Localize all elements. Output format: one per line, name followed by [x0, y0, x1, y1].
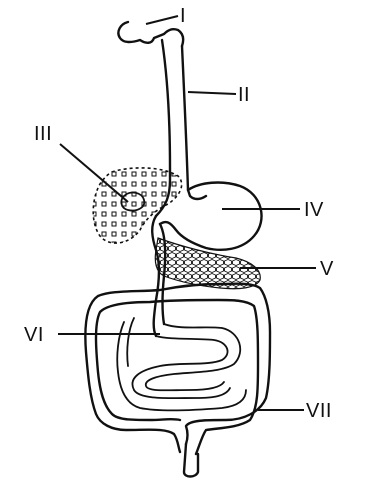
- label-iii: III: [34, 123, 52, 145]
- liver: [93, 168, 181, 243]
- label-vi: VI: [24, 324, 44, 346]
- large-intestine-outer: [85, 284, 270, 452]
- leader-line-ii: [188, 92, 236, 94]
- duodenum: [152, 216, 159, 336]
- small-intestine: [132, 324, 240, 398]
- esophagus: [182, 46, 206, 199]
- label-ii: II: [238, 84, 250, 106]
- label-iv: IV: [304, 199, 324, 221]
- rectum: [184, 444, 198, 477]
- pancreas: [155, 238, 260, 289]
- mouth-shape: [118, 22, 183, 46]
- large-intestine-inner: [96, 300, 258, 454]
- label-v: V: [320, 258, 334, 280]
- label-i: I: [180, 5, 186, 27]
- label-vii: VII: [306, 400, 332, 422]
- leader-line-i: [146, 16, 178, 24]
